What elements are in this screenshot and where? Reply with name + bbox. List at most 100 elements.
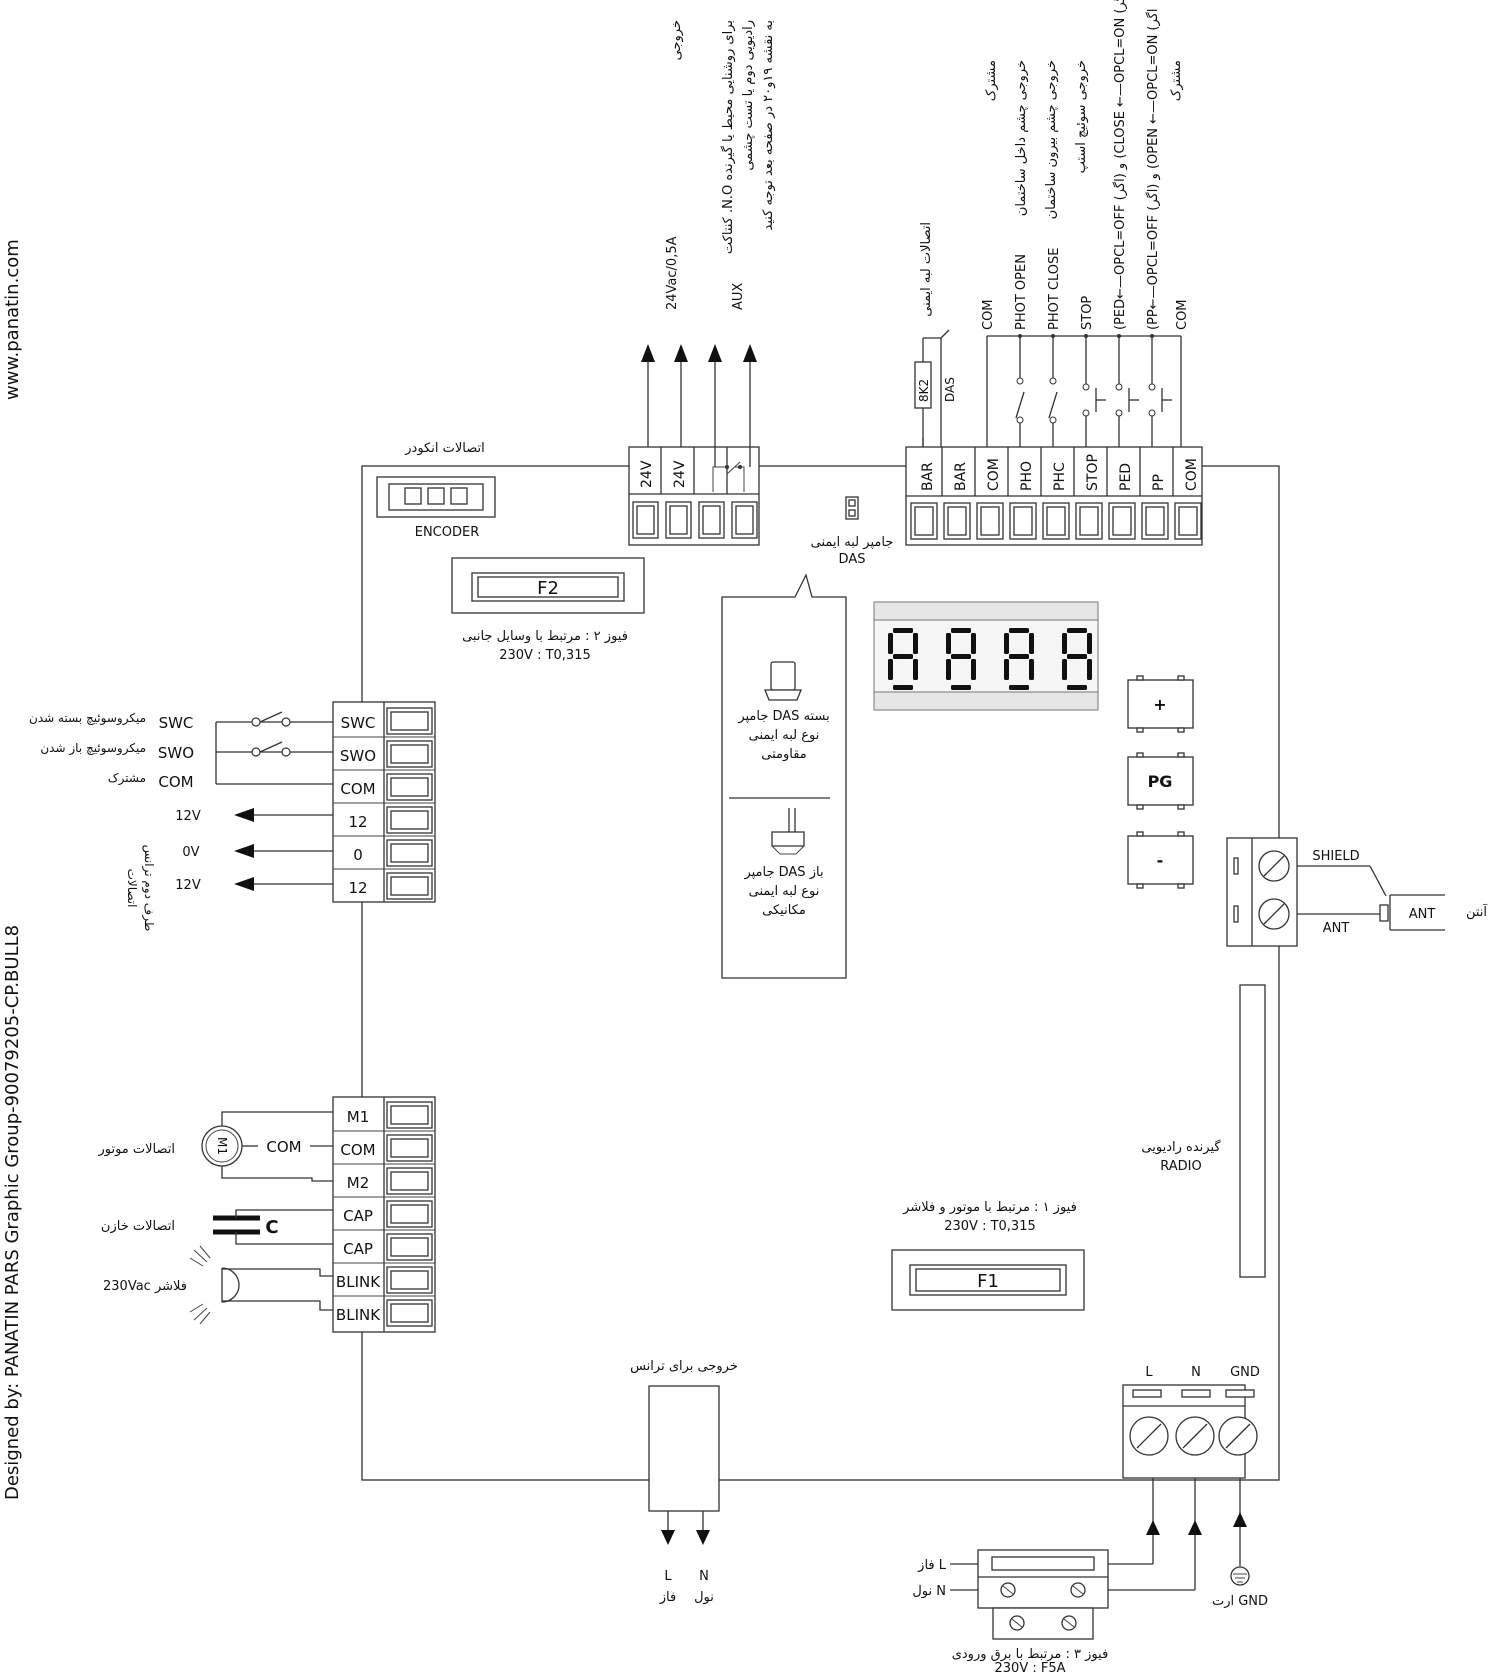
- input-note: خروجی چشم بیرون ساختمان: [1044, 60, 1059, 219]
- display-segment: [888, 659, 893, 680]
- trans-n-fa: نول: [694, 1590, 714, 1605]
- trans-n: N: [699, 1569, 709, 1584]
- input-wire-label: COM: [1175, 299, 1190, 330]
- pg-button[interactable]: PG: [1127, 752, 1194, 810]
- display-segment: [951, 685, 971, 690]
- callout-closed-line: نوع لبه ایمنی: [749, 728, 820, 743]
- trans-l: L: [664, 1569, 672, 1584]
- radio-receiver-slot: گیرنده رادیویی RADIO: [1141, 984, 1266, 1278]
- display-segment: [1009, 654, 1029, 659]
- swo-wire-label: SWO: [158, 744, 194, 762]
- limit-note: میکروسوئیچ باز شدن: [40, 741, 146, 756]
- designer-text: Designed by: PANATIN PARS Graphic Group-…: [2, 925, 23, 1500]
- display-segment: [946, 659, 951, 680]
- input-terminal-label: PP: [1151, 474, 1167, 491]
- display-segment: [1062, 633, 1067, 654]
- input-terminal-label: STOP: [1085, 454, 1101, 491]
- motor-symbol: M1: [215, 1137, 229, 1155]
- seven-segment-display: 8888: [873, 601, 1099, 711]
- transformer-note: طرف دوم ترانس: [141, 845, 156, 932]
- capacitor-note: اتصالات خازن: [101, 1219, 175, 1234]
- motor-terminal-label: M1: [347, 1108, 370, 1126]
- input-wire-label: COM: [981, 299, 996, 330]
- input-wire-label: (PP←—OPCL=OFF (اگر) و (OPEN ←—OPCL=ON (ا…: [1145, 9, 1161, 330]
- callout-open-line: نوع لبه ایمنی: [749, 884, 820, 899]
- limit-terminal-label: SWO: [340, 747, 376, 765]
- motor-terminal-label: CAP: [343, 1240, 373, 1258]
- input-terminal-label: BAR: [920, 462, 936, 491]
- callout-open-line: مکانیکی: [762, 903, 806, 918]
- display-segment: [1004, 659, 1009, 680]
- encoder-label: ENCODER: [415, 525, 480, 540]
- input-note: خروجی سوئیچ استپ: [1074, 60, 1089, 173]
- motor-terminal-label: M2: [347, 1174, 370, 1192]
- limit-terminal-label: SWC: [341, 714, 376, 732]
- display-segment: [946, 633, 951, 654]
- input-note: مشترک: [984, 60, 999, 101]
- power-terminal: L N GND ارت GND: [1108, 1365, 1268, 1609]
- callout-closed-line: جامپر DAS بسته: [737, 709, 829, 724]
- input-terminal-label: BAR: [953, 462, 969, 491]
- limit-terminal-label: 0: [353, 846, 363, 864]
- com-wire-label: COM: [158, 773, 193, 791]
- motor-com-label: COM: [266, 1138, 301, 1156]
- output-note: کنتاکت .N.O برای روشنایی محیط یا گیرنده: [720, 20, 736, 254]
- transformer-note: اتصالات: [125, 869, 139, 908]
- limit-terminal-label: 12: [348, 879, 367, 897]
- das-jumper-label: DAS: [839, 552, 866, 567]
- fuse3-l-label: فاز L: [917, 1558, 947, 1573]
- plus-button-label: +: [1153, 695, 1166, 714]
- swc-wire-label: SWC: [159, 714, 194, 732]
- jumper-callout: جامپر DAS بسته نوع لبه ایمنی مقاومتی جام…: [721, 573, 847, 979]
- fuse-f1-desc: فیوز ۱ : مرتبط با موتور و فلاشر: [902, 1200, 1077, 1215]
- motor-terminal-label: COM: [340, 1141, 375, 1159]
- input-terminal-label: PED: [1118, 463, 1134, 491]
- encoder-title: اتصالات انکودر: [404, 441, 484, 456]
- fuse3-desc: فیوز ۳ : مرتبط با برق ورودی: [952, 1647, 1109, 1662]
- display-segment: [1029, 659, 1034, 680]
- display-segment: [893, 685, 913, 690]
- display-segment: [951, 628, 971, 633]
- callout-open-line: جامپر DAS باز: [743, 865, 823, 880]
- ant-connector-label: ANT: [1409, 907, 1436, 922]
- website-text: www.panatin.com: [2, 239, 23, 400]
- display-segment: [1087, 633, 1092, 654]
- limit-terminal-label: COM: [340, 780, 375, 798]
- input-terminal-label: COM: [986, 458, 1002, 491]
- limit-note: میکروسوئیچ بسته شدن: [29, 711, 146, 726]
- input-wire-label: PHOT CLOSE: [1047, 248, 1062, 330]
- das-label: DAS: [943, 377, 957, 402]
- display-segment: [1062, 659, 1067, 680]
- trans-out-title: خروجی برای ترانس: [630, 1359, 738, 1374]
- gnd-label: ارت GND: [1212, 1594, 1268, 1609]
- edge-safety-label: اتصالات لبه ایمنی: [919, 222, 934, 317]
- minus-button[interactable]: -: [1127, 831, 1194, 889]
- input-wire-label: STOP: [1080, 296, 1095, 330]
- das-jumper-title: جامپر لبه ایمنی: [811, 535, 894, 550]
- motor-terminal-label: BLINK: [336, 1273, 381, 1291]
- fuse-f2: F2 فیوز ۲ : مرتبط با وسایل جانبی 230V : …: [451, 557, 645, 663]
- fuse-f1-rating: 230V : T0,315: [944, 1219, 1036, 1234]
- motor-note: اتصالات موتور: [97, 1142, 175, 1157]
- output-terminal-block: 24V 24V 24Vac/0,5A AUX خروجی کنتاکت .N.O…: [628, 20, 776, 546]
- motor-terminal-label: BLINK: [336, 1306, 381, 1324]
- capacitor-symbol: C: [265, 1217, 278, 1238]
- v0-label: 0V: [182, 845, 199, 860]
- display-segment: [1009, 628, 1029, 633]
- display-segment: [913, 659, 918, 680]
- display-segment: [951, 654, 971, 659]
- fuse-f2-name: F2: [537, 578, 559, 599]
- das-jumper: جامپر لبه ایمنی DAS: [811, 496, 894, 567]
- input-wire-label: (PED←—OPCL=OFF (اگر) و (CLOSE ←—OPCL=ON …: [1112, 0, 1128, 330]
- fuse-f2-desc: فیوز ۲ : مرتبط با وسایل جانبی: [462, 629, 628, 644]
- display-segment: [893, 654, 913, 659]
- output-voltage-label: 24Vac/0,5A: [665, 236, 680, 310]
- display-segment: [893, 628, 913, 633]
- display-segment: [1067, 628, 1087, 633]
- plus-button[interactable]: +: [1127, 675, 1194, 733]
- output-terminal-label: 24V: [672, 460, 688, 488]
- display-segment: [1067, 654, 1087, 659]
- encoder-connector: اتصالات انکودر ENCODER: [376, 441, 496, 540]
